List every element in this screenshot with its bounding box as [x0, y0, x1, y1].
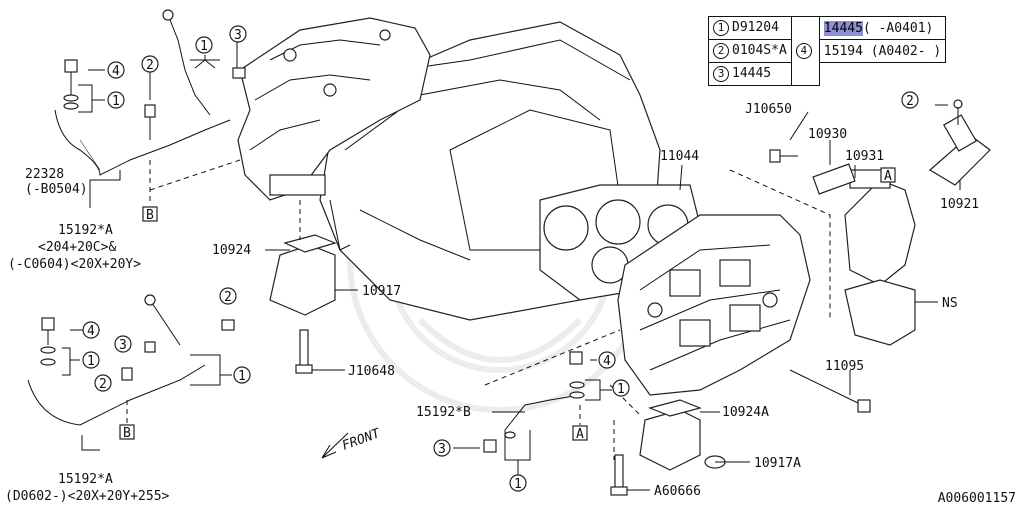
legend-num-4: 4 [795, 43, 812, 59]
legend-code-3: 14445 [732, 66, 772, 81]
callout-1-bottom: 1 [509, 474, 527, 492]
label-10931: 10931 [845, 149, 884, 164]
label-15192a-lower: 15192*A [58, 472, 113, 487]
callout-4-upper-left: 4 [107, 61, 125, 79]
legend-code-4a[interactable]: 14445 [823, 20, 863, 36]
label-22328-range: (-B0504) [25, 182, 88, 197]
oil-pipe-15192a-lower [27, 294, 235, 426]
legend-code-2: 0104S*A [732, 43, 787, 58]
callout-1-lower-mid-right: 1 [612, 379, 630, 397]
svg-text:4: 4 [87, 324, 95, 339]
label-10917: 10917 [362, 284, 401, 299]
legend-num-2: 2 [713, 43, 729, 59]
svg-text:B: B [123, 426, 131, 441]
legend-num-1: 1 [713, 20, 729, 36]
ref-b-lower: B [119, 424, 135, 441]
label-10917a: 10917A [754, 456, 801, 471]
callout-1-lower-mid: 1 [233, 366, 251, 384]
label-10924: 10924 [212, 243, 251, 258]
oil-pipe-15192a-upper [54, 59, 231, 176]
svg-text:A: A [884, 169, 892, 184]
ref-a-right: A [880, 167, 896, 184]
svg-text:2: 2 [906, 94, 914, 109]
label-15192a-lower-spec: (D0602-)<20X+20Y+255> [5, 489, 170, 504]
label-j10648: J10648 [348, 364, 395, 379]
callouts: 4 1 2 1 3 2 4 3 1 2 1 2 4 1 3 1 B B A A [82, 25, 919, 492]
label-15192a: 15192*A [58, 223, 113, 238]
label-11095: 11095 [825, 359, 864, 374]
oil-control-valve-10921 [928, 99, 991, 186]
label-j10650: J10650 [745, 102, 792, 117]
svg-text:4: 4 [603, 354, 611, 369]
ref-b-upper: B [142, 206, 158, 223]
svg-text:1: 1 [112, 94, 120, 109]
callout-2-lower-left: 2 [94, 374, 112, 392]
callout-2-upper-left: 2 [141, 55, 159, 73]
svg-text:B: B [146, 208, 154, 223]
label-10921: 10921 [940, 197, 979, 212]
svg-text:1: 1 [514, 477, 522, 492]
callout-4-lower-left: 4 [82, 321, 100, 339]
legend-range-4b: (A0402- ) [870, 43, 942, 59]
svg-text:3: 3 [119, 338, 127, 353]
svg-text:3: 3 [438, 442, 446, 457]
svg-text:1: 1 [617, 382, 625, 397]
svg-text:2: 2 [99, 377, 107, 392]
front-label: FRONT [340, 426, 383, 454]
svg-text:2: 2 [146, 58, 154, 73]
legend-code-1: D91204 [732, 20, 779, 35]
leader-lines [62, 42, 961, 491]
svg-text:1: 1 [238, 369, 246, 384]
callout-4-lower-mid: 4 [598, 351, 616, 369]
label-ns: NS [942, 296, 958, 311]
callout-3-upper: 3 [229, 25, 247, 43]
callout-2-lower-right-hose: 2 [219, 287, 237, 305]
svg-text:A: A [576, 427, 584, 442]
oil-pipe-15192b [483, 351, 585, 453]
svg-text:1: 1 [87, 354, 95, 369]
valve-bracket [844, 169, 916, 346]
svg-text:4: 4 [112, 64, 120, 79]
label-15192a-spec1: <204+20C>& [38, 240, 116, 255]
callout-1-lower-left: 1 [82, 351, 100, 369]
label-10930: 10930 [808, 127, 847, 142]
document-id: A006001157 [937, 491, 1016, 506]
check-hose-upper [162, 9, 246, 116]
ocv-housing-10917 [269, 234, 337, 374]
legend-num-3: 3 [713, 66, 729, 82]
svg-text:1: 1 [200, 39, 208, 54]
callout-3-lower-mid: 3 [433, 439, 451, 457]
label-11044: 11044 [660, 149, 699, 164]
part-labels: 22328 (-B0504) 15192*A <204+20C>& (-C060… [5, 102, 979, 504]
label-a60666: A60666 [654, 484, 701, 499]
intake-manifold [237, 17, 431, 201]
callout-3-lower-left: 3 [114, 335, 132, 353]
front-arrow: FRONT [321, 426, 383, 459]
head-bolt-11095 [789, 369, 871, 413]
label-15192b: 15192*B [416, 405, 471, 420]
callout-1-hose: 1 [195, 36, 213, 54]
cylinder-head [617, 214, 811, 396]
gasket-10930 [812, 163, 856, 195]
bolt-j10650 [769, 149, 798, 163]
legend-code-4b: 15194 [823, 43, 863, 59]
legend-range-4a: ( -A0401) [862, 20, 934, 36]
svg-text:2: 2 [224, 290, 232, 305]
label-15192a-spec2: (-C0604)<20X+20Y> [8, 257, 141, 272]
label-10924a: 10924A [722, 405, 769, 420]
callout-2-right: 2 [901, 91, 919, 109]
svg-text:3: 3 [234, 28, 242, 43]
label-22328: 22328 [25, 167, 64, 182]
ocv-housing-10917a [610, 399, 726, 496]
callout-1-upper-left: 1 [107, 91, 125, 109]
ref-a-lower: A [572, 425, 588, 442]
